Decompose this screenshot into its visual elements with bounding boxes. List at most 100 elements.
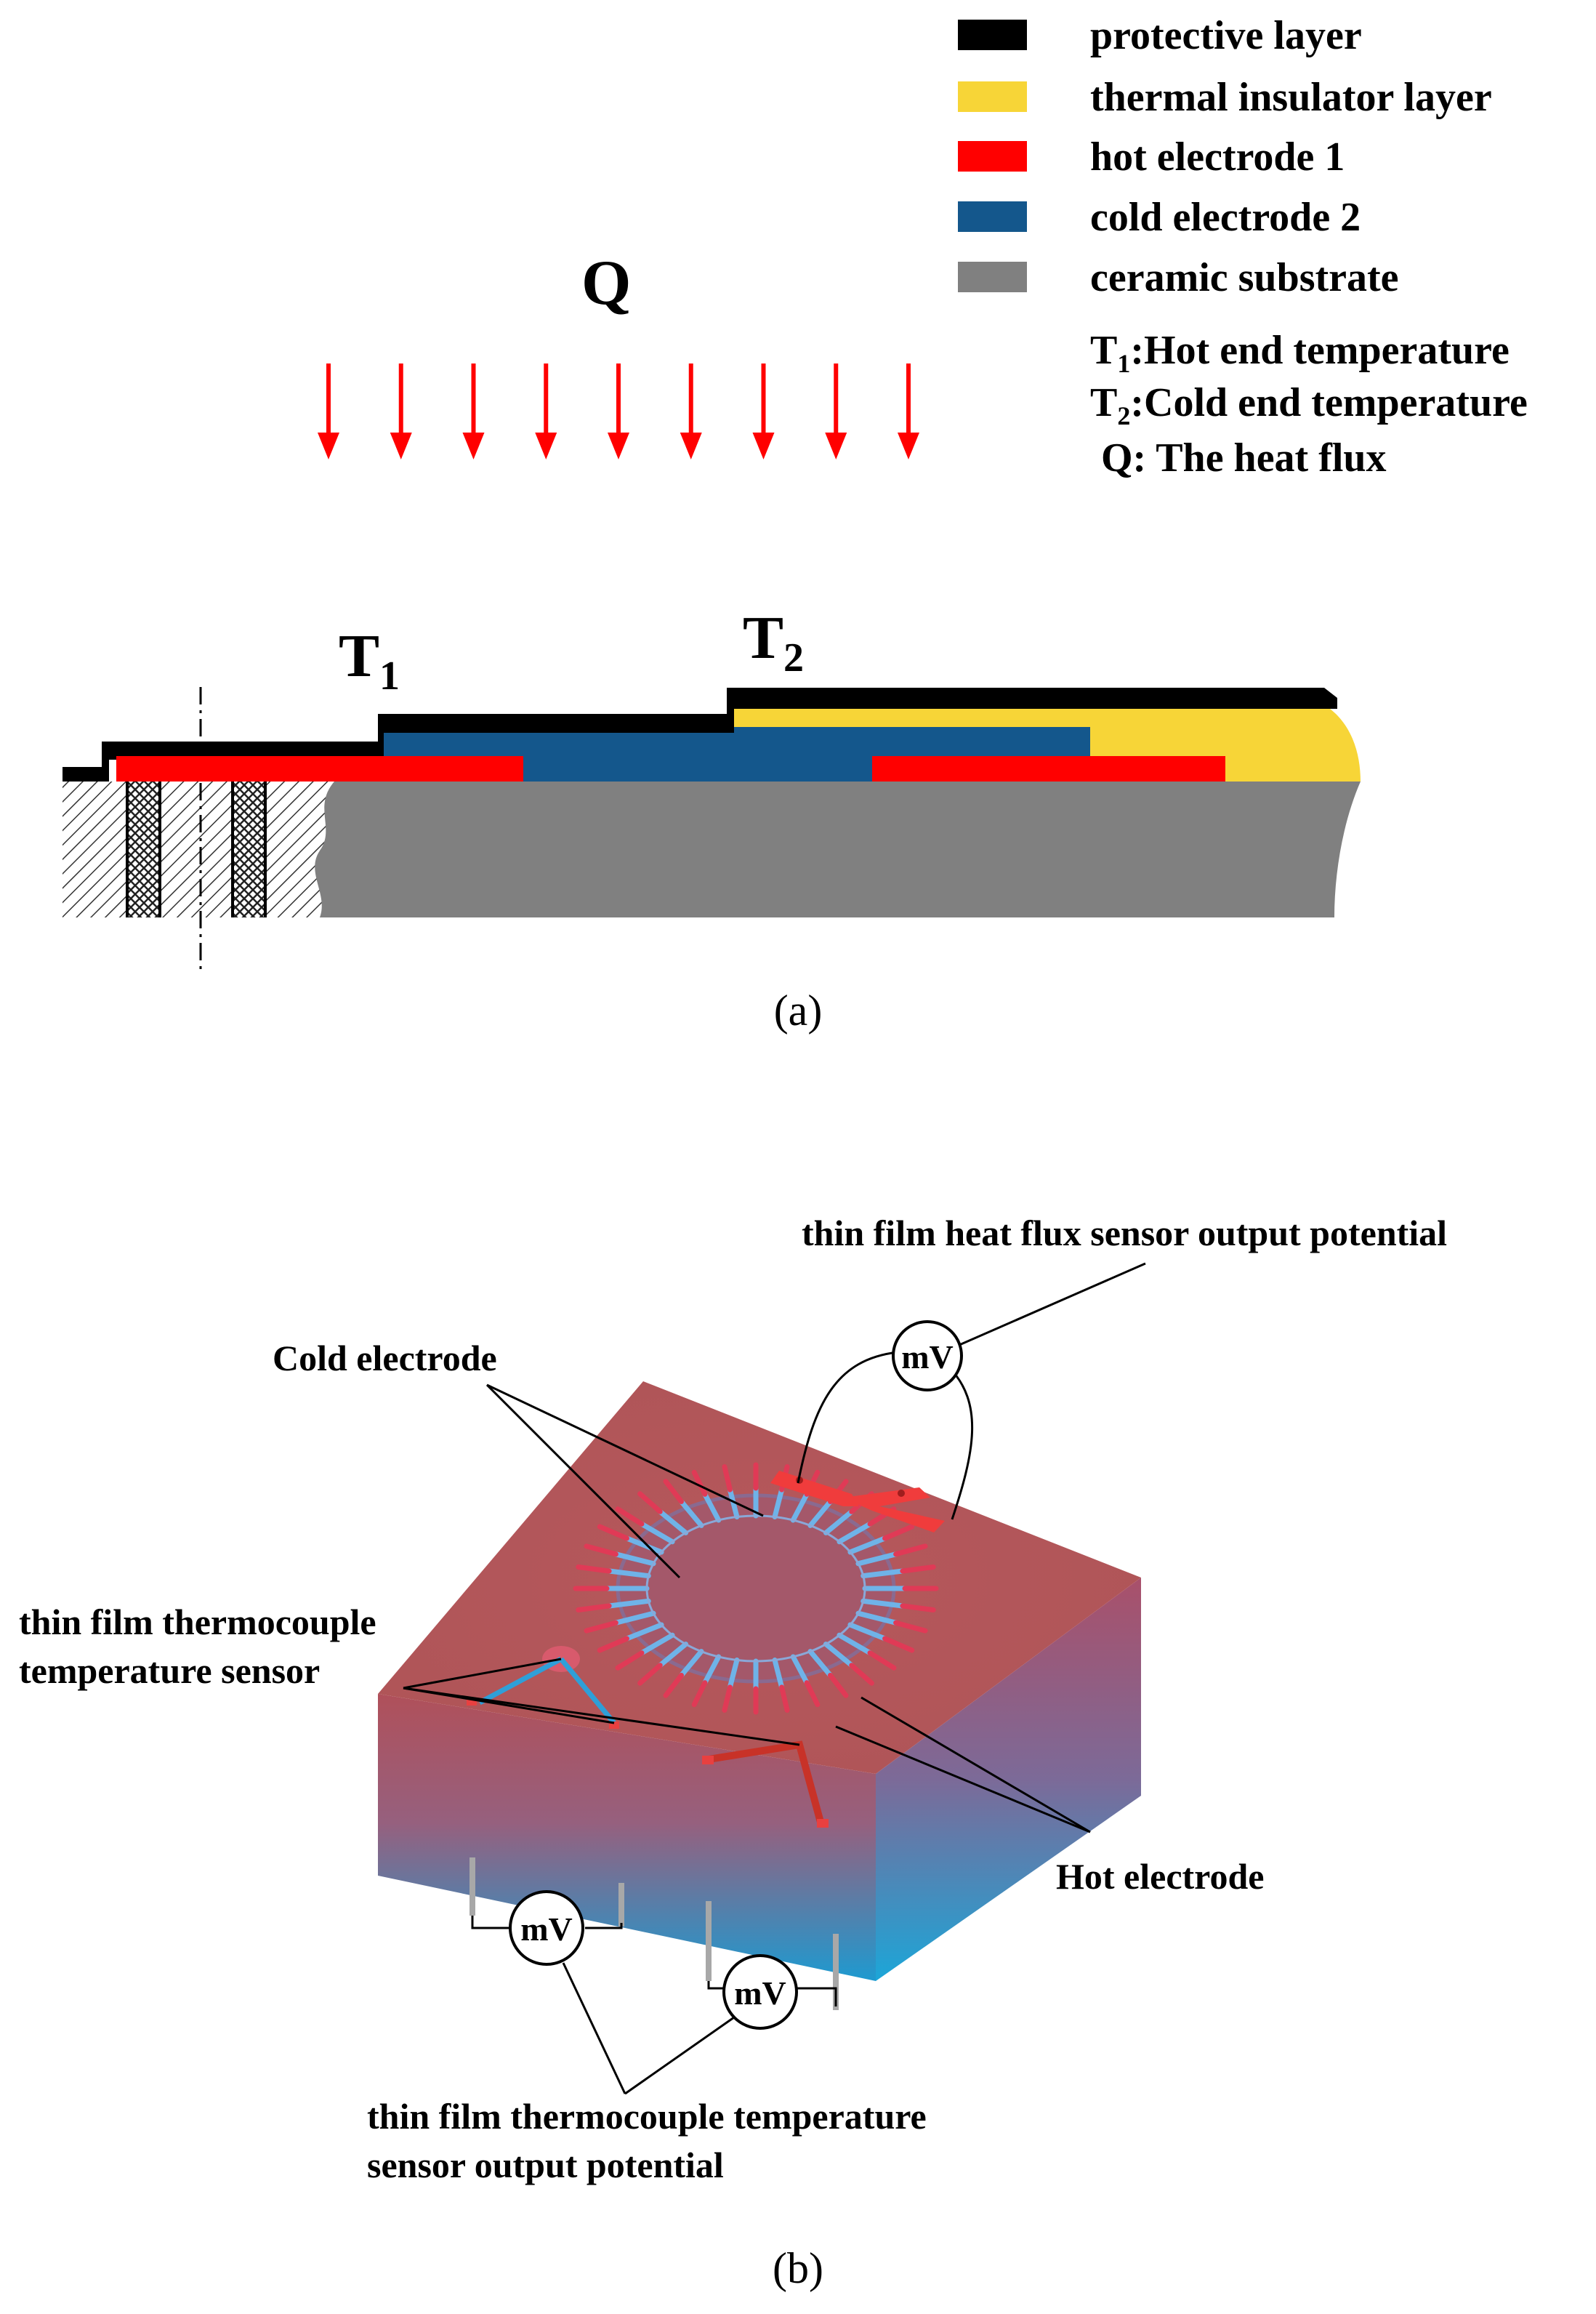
cold-electrode-spoke <box>861 1568 906 1579</box>
cold-electrode-spoke <box>702 1654 722 1686</box>
thermocouple-sensor-left <box>467 1646 619 1729</box>
heat-flux-output-label: thin film heat flux sensor output potent… <box>802 1213 1447 1253</box>
substrate-hatched-section <box>63 782 334 917</box>
cold-electrode-label: Cold electrode <box>273 1338 497 1378</box>
hot-electrode-spoke <box>576 1564 612 1574</box>
caption-b: (b) <box>773 2244 823 2292</box>
inner-ring <box>645 1514 866 1663</box>
cold-electrode-spoke <box>855 1610 899 1626</box>
substrate-block-right-face <box>876 1578 1141 1981</box>
cold-electrode-spoke <box>790 1491 810 1523</box>
legend-t1: T1:Hot end temperature <box>1090 328 1510 378</box>
heat-flux-arrowhead <box>752 433 775 459</box>
cross-section <box>63 687 1361 971</box>
legend-label: cold electrode 2 <box>1090 195 1361 240</box>
heat-flux-arrowhead <box>825 433 847 459</box>
hot-electrode-spoke <box>828 1673 849 1698</box>
heat-flux-arrowhead <box>462 433 485 459</box>
cold-electrode-spoke <box>861 1598 906 1609</box>
cold-electrode-spoke <box>639 1632 675 1656</box>
cold-electrode-spoke <box>772 1657 785 1690</box>
cold-electrode-spoke <box>606 1568 651 1579</box>
hot-electrode-spoke <box>691 1469 708 1497</box>
cold-electrode-spoke <box>823 1508 855 1535</box>
hot-electrode-spoke <box>900 1564 936 1574</box>
hot-electrode-spoke <box>597 1524 629 1541</box>
cold-electrode-spoke <box>807 1649 833 1679</box>
legend-swatch <box>958 81 1027 112</box>
heat-flux-arrowhead <box>390 433 412 459</box>
heat-flux-arrowhead <box>898 433 919 459</box>
cold-electrode-spoke <box>847 1535 888 1555</box>
svg-text:mV: mV <box>901 1338 954 1375</box>
leader-lines <box>403 1262 1146 2095</box>
hot-electrode-spoke <box>597 1636 629 1653</box>
hot-electrode-spoke <box>867 1650 897 1671</box>
hot-electrode-spoke <box>893 1543 928 1557</box>
cold-electrode-spoke <box>772 1487 785 1520</box>
cold-electrode-spoke <box>727 1487 740 1520</box>
svg-text:mV: mV <box>520 1911 573 1948</box>
hot-electrode-spoke <box>615 1650 645 1671</box>
cold-electrode-spoke <box>679 1649 704 1679</box>
heat-flux-label: Q <box>581 248 631 318</box>
thermocouple-sensor-label-line1: thin film thermocouple <box>19 1602 376 1642</box>
cold-electrode-spoke <box>657 1508 689 1535</box>
cold-electrode-spoke <box>855 1551 899 1567</box>
hot-electrode-spoke <box>722 1684 733 1713</box>
heat-flux-arrowhead <box>608 433 629 459</box>
cold-electrode-spoke <box>790 1654 810 1686</box>
heat-flux-arrows <box>318 363 919 459</box>
hot-electrode-spoke <box>637 1663 663 1686</box>
legend-swatch <box>958 262 1027 292</box>
legend-swatch <box>958 141 1027 172</box>
hot-electrode-spoke <box>804 1680 821 1708</box>
t1-label: T1 <box>339 622 400 699</box>
t2-label: T2 <box>743 604 804 680</box>
hot-electrode-spoke <box>691 1680 708 1708</box>
hot-electrode-spoke <box>900 1603 936 1613</box>
hot-electrode-spoke <box>663 1673 684 1698</box>
legend-swatch <box>958 20 1027 50</box>
hot-electrode-spoke <box>584 1543 618 1557</box>
hot-electrode-spoke <box>615 1506 645 1527</box>
substrate-block-front-face <box>378 1694 876 1981</box>
cold-electrode-spoke <box>837 1632 873 1656</box>
cold-electrode-spoke <box>624 1622 664 1642</box>
thermocouple-output-label-line1: thin film thermocouple temperature <box>367 2096 927 2137</box>
cold-electrode-spoke <box>657 1642 689 1668</box>
ceramic-substrate <box>63 782 1361 917</box>
heat-flux-mv-meter: mV <box>892 1320 963 1391</box>
thermocouple-output-label-line2: sensor output potential <box>367 2145 724 2185</box>
hot-electrode-spoke <box>663 1479 684 1504</box>
cold-electrode-spoke <box>847 1622 888 1642</box>
hot-electrode-1-left <box>116 756 523 782</box>
cold-electrode-spoke <box>679 1498 704 1528</box>
cold-electrode-2 <box>384 727 1090 782</box>
cold-electrode-spoke <box>613 1551 656 1567</box>
hot-electrode-spoke <box>584 1620 618 1634</box>
hot-electrode-spoke <box>637 1491 663 1514</box>
thermocouple-mv-meter-right: mV <box>722 1954 798 2030</box>
hot-electrode-spoke <box>576 1603 612 1613</box>
cold-electrode-spoke <box>613 1610 656 1626</box>
cold-electrode-spoke <box>624 1535 664 1555</box>
legend-label: protective layer <box>1090 13 1362 58</box>
heat-flux-arrowhead <box>318 433 339 459</box>
legend-q: Q: The heat flux <box>1101 435 1387 481</box>
substrate-crosshatch-band <box>127 782 160 917</box>
svg-text:mV: mV <box>734 1974 786 2012</box>
hot-electrode-spoke <box>882 1636 915 1653</box>
legend-swatch <box>958 201 1027 232</box>
cold-electrode-spoke <box>702 1491 722 1523</box>
cold-electrode-spoke <box>823 1642 855 1668</box>
hot-electrode-spoke <box>849 1663 874 1686</box>
cold-electrode-spoke <box>639 1521 675 1545</box>
hot-electrode-1-right <box>872 756 1225 782</box>
cold-electrode-spoke <box>807 1498 833 1528</box>
legend-t2: T2:Cold end temperature <box>1090 380 1528 430</box>
hot-electrode-spoke <box>779 1684 790 1713</box>
heat-flux-output-pads <box>770 1471 945 1532</box>
